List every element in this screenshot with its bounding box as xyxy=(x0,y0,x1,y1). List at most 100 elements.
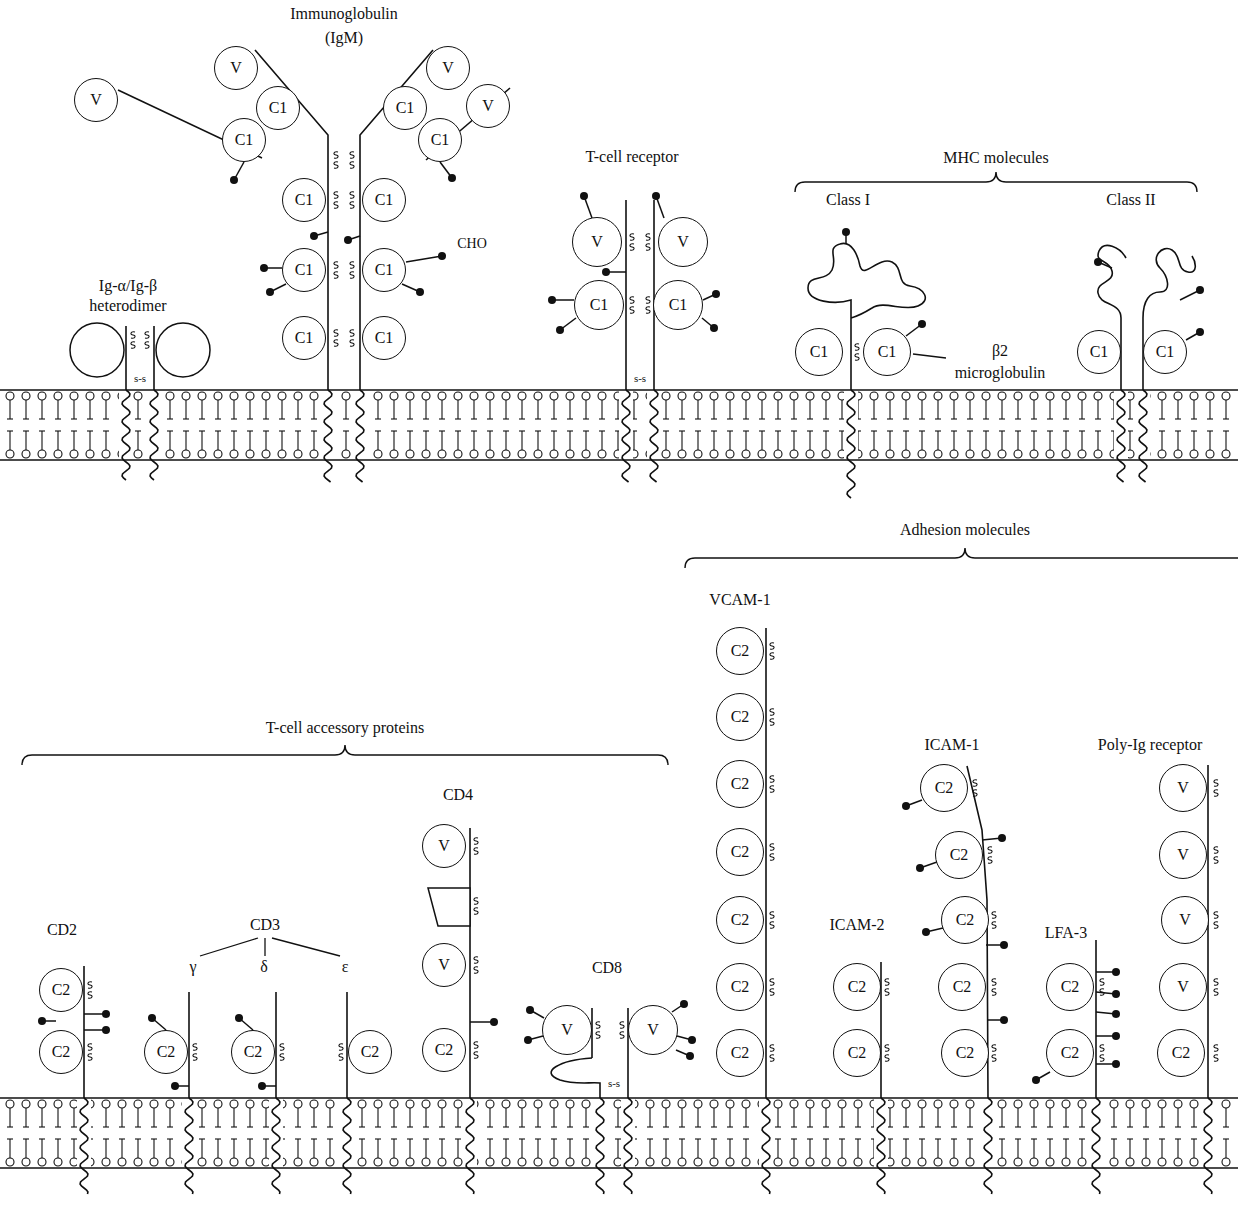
domain-circle: V xyxy=(1159,963,1207,1011)
lipid-head xyxy=(678,450,686,458)
domain-circle: V xyxy=(426,46,470,90)
lipid-head xyxy=(806,1158,814,1166)
lipid-tail xyxy=(679,418,685,419)
lipid-tail xyxy=(999,1138,1005,1139)
domain-circle: C2 xyxy=(716,693,764,741)
lipid-head xyxy=(38,1100,46,1108)
lipid-tail xyxy=(903,1126,909,1127)
lipid-tail xyxy=(169,1108,170,1127)
lipid-tail xyxy=(953,1139,954,1158)
lipid-tail xyxy=(1159,418,1165,419)
lipid-tail xyxy=(1143,1126,1149,1127)
polypeptide-chain xyxy=(275,992,277,1098)
lipid-head xyxy=(710,392,718,400)
domain-loop xyxy=(808,243,925,318)
lipid-head xyxy=(310,392,318,400)
transmembrane-segment xyxy=(1139,390,1147,482)
lipid-tail xyxy=(151,1138,157,1139)
domain-circle: C1 xyxy=(1077,330,1121,374)
disulfide-mark xyxy=(350,262,354,278)
lipid-tail xyxy=(919,1126,925,1127)
glycan-dot xyxy=(556,326,564,334)
lipid-head xyxy=(806,1100,814,1108)
lipid-tail xyxy=(599,430,605,431)
lipid-tail xyxy=(41,1108,42,1127)
domain-label: C2 xyxy=(731,643,750,659)
lipid-tail xyxy=(535,1126,541,1127)
lipid-tail xyxy=(761,400,762,419)
lipid-tail xyxy=(71,430,77,431)
lipid-tail xyxy=(359,1138,365,1139)
lipid-tail xyxy=(569,400,570,419)
lipid-tail xyxy=(265,400,266,419)
molecule-label: ICAM-2 xyxy=(829,915,884,935)
lipid-head xyxy=(486,392,494,400)
disulfide-mark xyxy=(770,912,774,928)
lipid-head xyxy=(246,1100,254,1108)
lipid-tail xyxy=(1177,400,1178,419)
lipid-tail xyxy=(583,1126,589,1127)
lipid-head xyxy=(1046,1100,1054,1108)
glycan-dot xyxy=(490,1018,498,1026)
lipid-tail xyxy=(57,431,58,450)
lipid-head xyxy=(1014,1100,1022,1108)
domain-circle: C1 xyxy=(653,280,703,330)
lipid-tail xyxy=(729,1108,730,1127)
lipid-head xyxy=(134,450,142,458)
lipid-tail xyxy=(25,1108,26,1127)
lipid-tail xyxy=(711,1138,717,1139)
lipid-head xyxy=(950,1158,958,1166)
domain-label: C1 xyxy=(235,132,254,148)
lipid-tail xyxy=(489,1108,490,1127)
membrane-edge xyxy=(0,459,1238,460)
lipid-head xyxy=(838,1158,846,1166)
lipid-tail xyxy=(663,430,669,431)
lipid-tail xyxy=(711,430,717,431)
lipid-head xyxy=(918,1158,926,1166)
disulfide-mark xyxy=(334,152,338,168)
lipid-tail xyxy=(825,431,826,450)
leader-line xyxy=(200,938,258,956)
lipid-head xyxy=(902,450,910,458)
lipid-tail xyxy=(935,418,941,419)
lipid-tail xyxy=(855,1126,861,1127)
lipid-head xyxy=(390,1158,398,1166)
lipid-tail xyxy=(375,1126,381,1127)
lipid-tail xyxy=(839,1138,845,1139)
lipid-head xyxy=(934,392,942,400)
lipid-tail xyxy=(775,1138,781,1139)
lipid-head xyxy=(790,392,798,400)
polypeptide-chain xyxy=(255,50,328,390)
lipid-tail xyxy=(1065,1108,1066,1127)
transmembrane-segment xyxy=(650,390,658,482)
lipid-tail xyxy=(455,1126,461,1127)
lipid-head xyxy=(150,1158,158,1166)
lipid-tail xyxy=(1065,400,1066,419)
transmembrane-segment xyxy=(185,1098,193,1194)
lipid-head xyxy=(262,450,270,458)
lipid-tail xyxy=(905,431,906,450)
lipid-tail xyxy=(391,418,397,419)
lipid-tail xyxy=(375,1138,381,1139)
lipid-tail xyxy=(407,1138,413,1139)
lipid-tail xyxy=(999,430,1005,431)
lipid-tail xyxy=(457,400,458,419)
domain-label: C2 xyxy=(731,709,750,725)
domain-label: C1 xyxy=(1090,344,1109,360)
lipid-tail xyxy=(695,1126,701,1127)
lipid-head xyxy=(790,1158,798,1166)
lipid-head xyxy=(1046,1158,1054,1166)
glycan-dot xyxy=(235,1014,243,1022)
lipid-tail xyxy=(745,1139,746,1158)
lipid-tail xyxy=(105,1108,106,1127)
glycan-dot xyxy=(842,228,850,236)
domain-circle: C1 xyxy=(282,178,326,222)
lipid-head xyxy=(22,1158,30,1166)
lipid-head xyxy=(694,450,702,458)
lipid-tail xyxy=(839,1126,845,1127)
lipid-tail xyxy=(25,1139,26,1158)
lipid-tail xyxy=(793,1139,794,1158)
lipid-tail xyxy=(665,1108,666,1127)
lipid-head xyxy=(550,1100,558,1108)
lipid-head xyxy=(710,450,718,458)
